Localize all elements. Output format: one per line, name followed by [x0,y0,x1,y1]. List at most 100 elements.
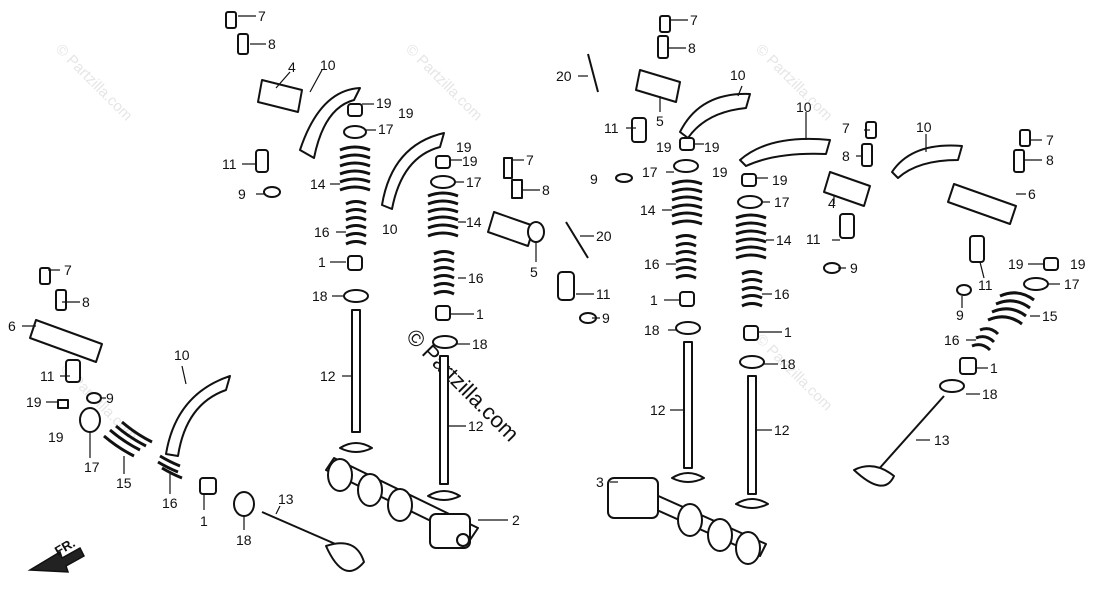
callout-label: 7 [526,152,534,168]
callout-labels: 7 8 4 10 19 19 17 11 9 14 16 1 18 12 10 … [8,8,1086,548]
callout-label: 9 [238,186,246,202]
callout-label: 1 [650,292,658,308]
callout-label: 10 [916,119,932,135]
callout-label: 19 [26,394,42,410]
camshaft-a [325,457,479,549]
callout-label: 14 [466,214,482,230]
callout-label: 12 [774,422,790,438]
callout-label: 7 [842,120,850,136]
callout-label: 2 [512,512,520,528]
callout-label: 9 [590,171,598,187]
rocker-arms-right [635,69,963,179]
callout-label: 16 [774,286,790,302]
callout-label: 3 [596,474,604,490]
callout-label: 14 [310,176,326,192]
callout-label: 6 [8,318,16,334]
misc-parts-right [631,15,877,274]
callout-label: 1 [784,324,792,340]
callout-label: 11 [40,368,55,384]
callout-label: 17 [378,121,394,137]
callout-label: 11 [222,156,237,172]
callout-label: 1 [318,254,326,270]
callout-label: 17 [774,194,790,210]
callout-label: 11 [806,231,821,247]
callout-label: 10 [730,67,746,83]
misc-parts-a [225,11,633,324]
callout-label: 16 [944,332,960,348]
callout-label: 19 [712,164,728,180]
callout-label: 10 [796,99,812,115]
callout-label: 19 [656,139,672,155]
callout-label: 8 [842,148,850,164]
callout-label: 9 [956,307,964,323]
callout-label: 15 [1042,308,1058,324]
leader-lines [22,15,1060,530]
callout-label: 18 [780,356,796,372]
watermark-text: © Partzilla.com [752,41,835,124]
callout-label: 11 [596,286,611,302]
callout-label: 18 [312,288,328,304]
valve-spring-stack-c [671,137,705,483]
callout-label: 8 [82,294,90,310]
callout-label: 11 [604,120,619,136]
callout-label: 12 [468,418,484,434]
callout-label: 19 [462,153,478,169]
callout-label: 19 [376,95,392,111]
left-group [29,267,365,572]
callout-label: 19 [772,172,788,188]
callout-label: 16 [644,256,660,272]
callout-label: 7 [64,262,72,278]
watermark-text: © Partzilla.com [752,331,835,414]
callout-label: 18 [982,386,998,402]
front-direction-arrow: FR. [27,535,85,573]
callout-label: 10 [382,221,398,237]
callout-label: 17 [84,459,100,475]
callout-label: 13 [278,491,294,507]
callout-label: 5 [656,113,664,129]
callout-label: 17 [1064,276,1080,292]
callout-label: 13 [934,432,950,448]
callout-label: 19 [398,105,414,121]
callout-label: 14 [640,202,656,218]
callout-label: 12 [650,402,666,418]
rocker-arm-a [257,79,361,159]
callout-label: 12 [320,368,336,384]
callout-label: 16 [468,270,484,286]
callout-label: 11 [978,277,993,293]
rocker-arm-b [381,132,445,210]
callout-label: 1 [476,306,484,322]
callout-label: 8 [1046,152,1054,168]
callout-label: 19 [456,139,472,155]
callout-label: 8 [688,40,696,56]
callout-label: 19 [704,139,720,155]
callout-label: 4 [288,59,296,75]
watermark-text: © Partzilla.com [52,41,135,124]
watermark-center: © Partzilla.com [401,324,524,447]
callout-label: 19 [1070,256,1086,272]
callout-label: 14 [776,232,792,248]
callout-label: 8 [542,182,550,198]
callout-label: 16 [314,224,330,240]
callout-label: 8 [268,36,276,52]
camshaft-b [607,477,767,565]
right-group [853,129,1059,487]
callout-label: 9 [106,390,114,406]
callout-label: 10 [320,57,336,73]
callout-label: 7 [1046,132,1054,148]
callout-label: 20 [556,68,572,84]
callout-label: 5 [530,264,538,280]
callout-label: 1 [200,513,208,529]
callout-label: 1 [990,360,998,376]
callout-label: 7 [258,8,266,24]
callout-label: 18 [236,532,252,548]
callout-label: 9 [602,310,610,326]
callout-label: 20 [596,228,612,244]
valve-spring-stack-b [427,155,461,501]
callout-label: 4 [828,195,836,211]
callout-label: 17 [642,164,658,180]
callout-label: 16 [162,495,178,511]
callout-label: 6 [1028,186,1036,202]
callout-label: 19 [1008,256,1024,272]
valve-spring-stack-a [339,103,373,453]
